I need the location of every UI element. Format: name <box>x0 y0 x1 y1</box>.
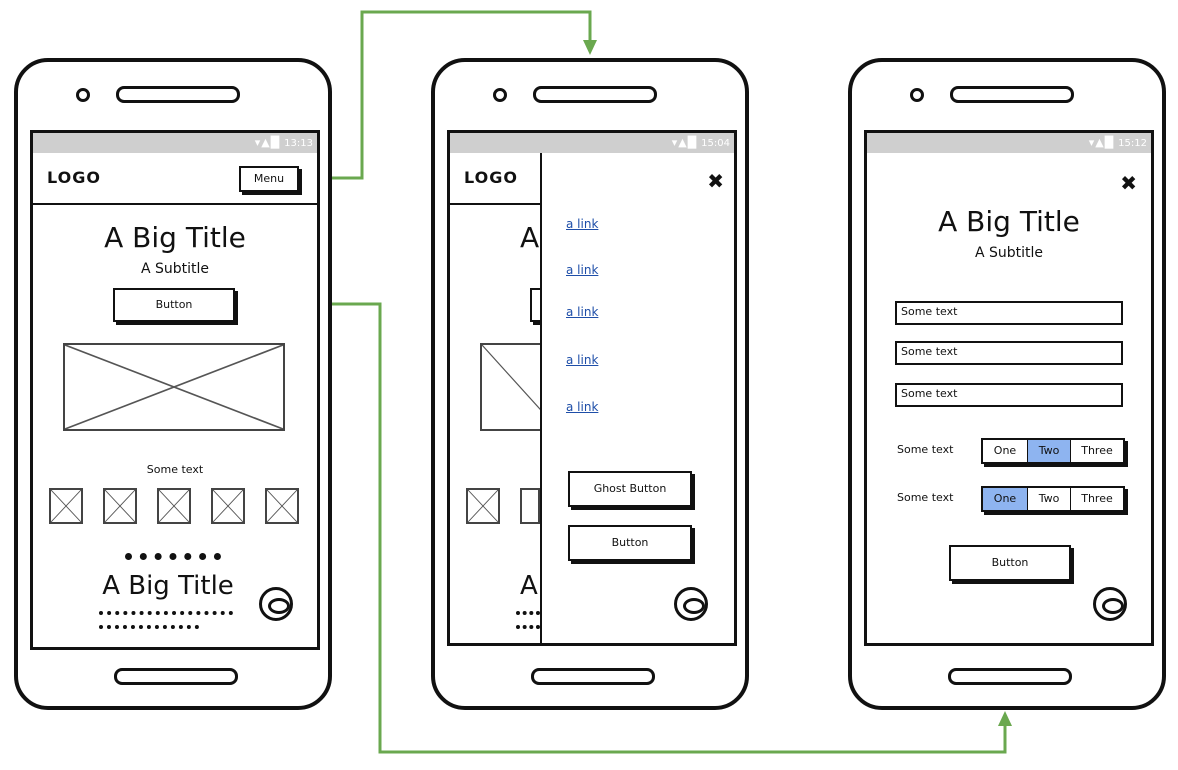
scribble-text-line <box>99 625 199 629</box>
thumbnail-placeholder <box>520 488 540 524</box>
segment-option-three[interactable]: Three <box>1081 492 1113 505</box>
thumbnail-placeholder <box>103 488 137 524</box>
page-subtitle: A Subtitle <box>974 245 1044 261</box>
page-subtitle: A Subtitle <box>140 261 210 277</box>
scribble-text-line <box>516 611 540 615</box>
arrow-head-icon <box>583 40 597 55</box>
signal-icon: ▾▲█ <box>671 136 698 149</box>
menu-to-drawer-connector <box>300 10 592 180</box>
ghost-button[interactable]: Ghost Button <box>568 471 692 507</box>
scribble-text-line <box>516 625 540 629</box>
drawer-link[interactable]: a link <box>566 217 599 231</box>
page-title: A Big Title <box>104 221 246 254</box>
speaker-icon <box>114 668 238 685</box>
segment-label: Some text <box>897 491 954 504</box>
segmented-control: One Two Three <box>981 486 1125 512</box>
segment-option-one[interactable]: One <box>983 488 1028 510</box>
drawer-link[interactable]: a link <box>566 263 599 277</box>
speaker-icon <box>948 668 1072 685</box>
status-bar: ▾▲█13:13 <box>33 133 317 153</box>
section-title-partial: A <box>520 571 538 601</box>
image-placeholder <box>63 343 285 431</box>
drawer-link[interactable]: a link <box>566 305 599 319</box>
page-title-partial: A <box>520 221 540 254</box>
status-time: 15:12 <box>1118 138 1147 149</box>
chat-icon[interactable] <box>1093 587 1127 621</box>
text-field[interactable]: Some text <box>895 383 1123 407</box>
menu-screen: ▾▲█15:04 LOGO A A ✖ a link a link a link… <box>447 130 737 646</box>
close-icon[interactable]: ✖ <box>1120 171 1137 195</box>
camera-icon <box>76 88 90 102</box>
speaker-icon <box>531 668 655 685</box>
speaker-icon <box>950 86 1074 103</box>
status-time: 13:13 <box>284 138 313 149</box>
camera-icon <box>493 88 507 102</box>
logo: LOGO <box>464 168 518 187</box>
segment-option-one[interactable]: One <box>983 440 1028 462</box>
navigation-drawer: ✖ a link a link a link a link a link Gho… <box>540 153 734 643</box>
app-header: LOGO Menu <box>33 153 317 205</box>
speaker-icon <box>116 86 240 103</box>
arrow-head-icon <box>998 711 1012 726</box>
signal-icon: ▾▲█ <box>1088 136 1115 149</box>
drawer-button[interactable]: Button <box>568 525 692 561</box>
chat-icon[interactable] <box>259 587 293 621</box>
segment-label: Some text <box>897 443 954 456</box>
status-bar: ▾▲█15:12 <box>867 133 1151 153</box>
thumbnail-placeholder <box>211 488 245 524</box>
close-icon[interactable]: ✖ <box>707 169 724 193</box>
signal-icon: ▾▲█ <box>254 136 281 149</box>
menu-button[interactable]: Menu <box>239 166 299 192</box>
chat-icon[interactable] <box>674 587 708 621</box>
text-field[interactable]: Some text <box>895 301 1123 325</box>
text-field[interactable]: Some text <box>895 341 1123 365</box>
drawer-link[interactable]: a link <box>566 400 599 414</box>
page-title: A Big Title <box>938 205 1080 238</box>
scribble-heading <box>125 553 221 560</box>
segment-option-three[interactable]: Three <box>1081 444 1113 457</box>
camera-icon <box>910 88 924 102</box>
logo: LOGO <box>47 168 101 187</box>
form-screen: ▾▲█15:12 ✖ A Big Title A Subtitle Some t… <box>864 130 1154 646</box>
primary-button[interactable]: Button <box>113 288 235 322</box>
home-screen: ▾▲█13:13 LOGO Menu A Big Title A Subtitl… <box>30 130 320 650</box>
speaker-icon <box>533 86 657 103</box>
phone-menu-screen: ▾▲█15:04 LOGO A A ✖ a link a link a link… <box>431 58 749 710</box>
status-bar: ▾▲█15:04 <box>450 133 734 153</box>
submit-button[interactable]: Button <box>949 545 1071 581</box>
section-title: A Big Title <box>102 571 234 601</box>
phone-home-screen: ▾▲█13:13 LOGO Menu A Big Title A Subtitl… <box>14 58 332 710</box>
phone-form-screen: ▾▲█15:12 ✖ A Big Title A Subtitle Some t… <box>848 58 1166 710</box>
scribble-text-line <box>99 611 233 615</box>
thumbnail-placeholder <box>265 488 299 524</box>
segment-option-two[interactable]: Two <box>1028 440 1071 462</box>
segmented-control: One Two Three <box>981 438 1125 464</box>
thumbnail-placeholder <box>49 488 83 524</box>
body-text: Some text <box>146 463 204 476</box>
thumbnail-placeholder <box>466 488 500 524</box>
segment-option-two[interactable]: Two <box>1028 488 1071 510</box>
drawer-link[interactable]: a link <box>566 353 599 367</box>
status-time: 15:04 <box>701 138 730 149</box>
thumbnail-placeholder <box>157 488 191 524</box>
